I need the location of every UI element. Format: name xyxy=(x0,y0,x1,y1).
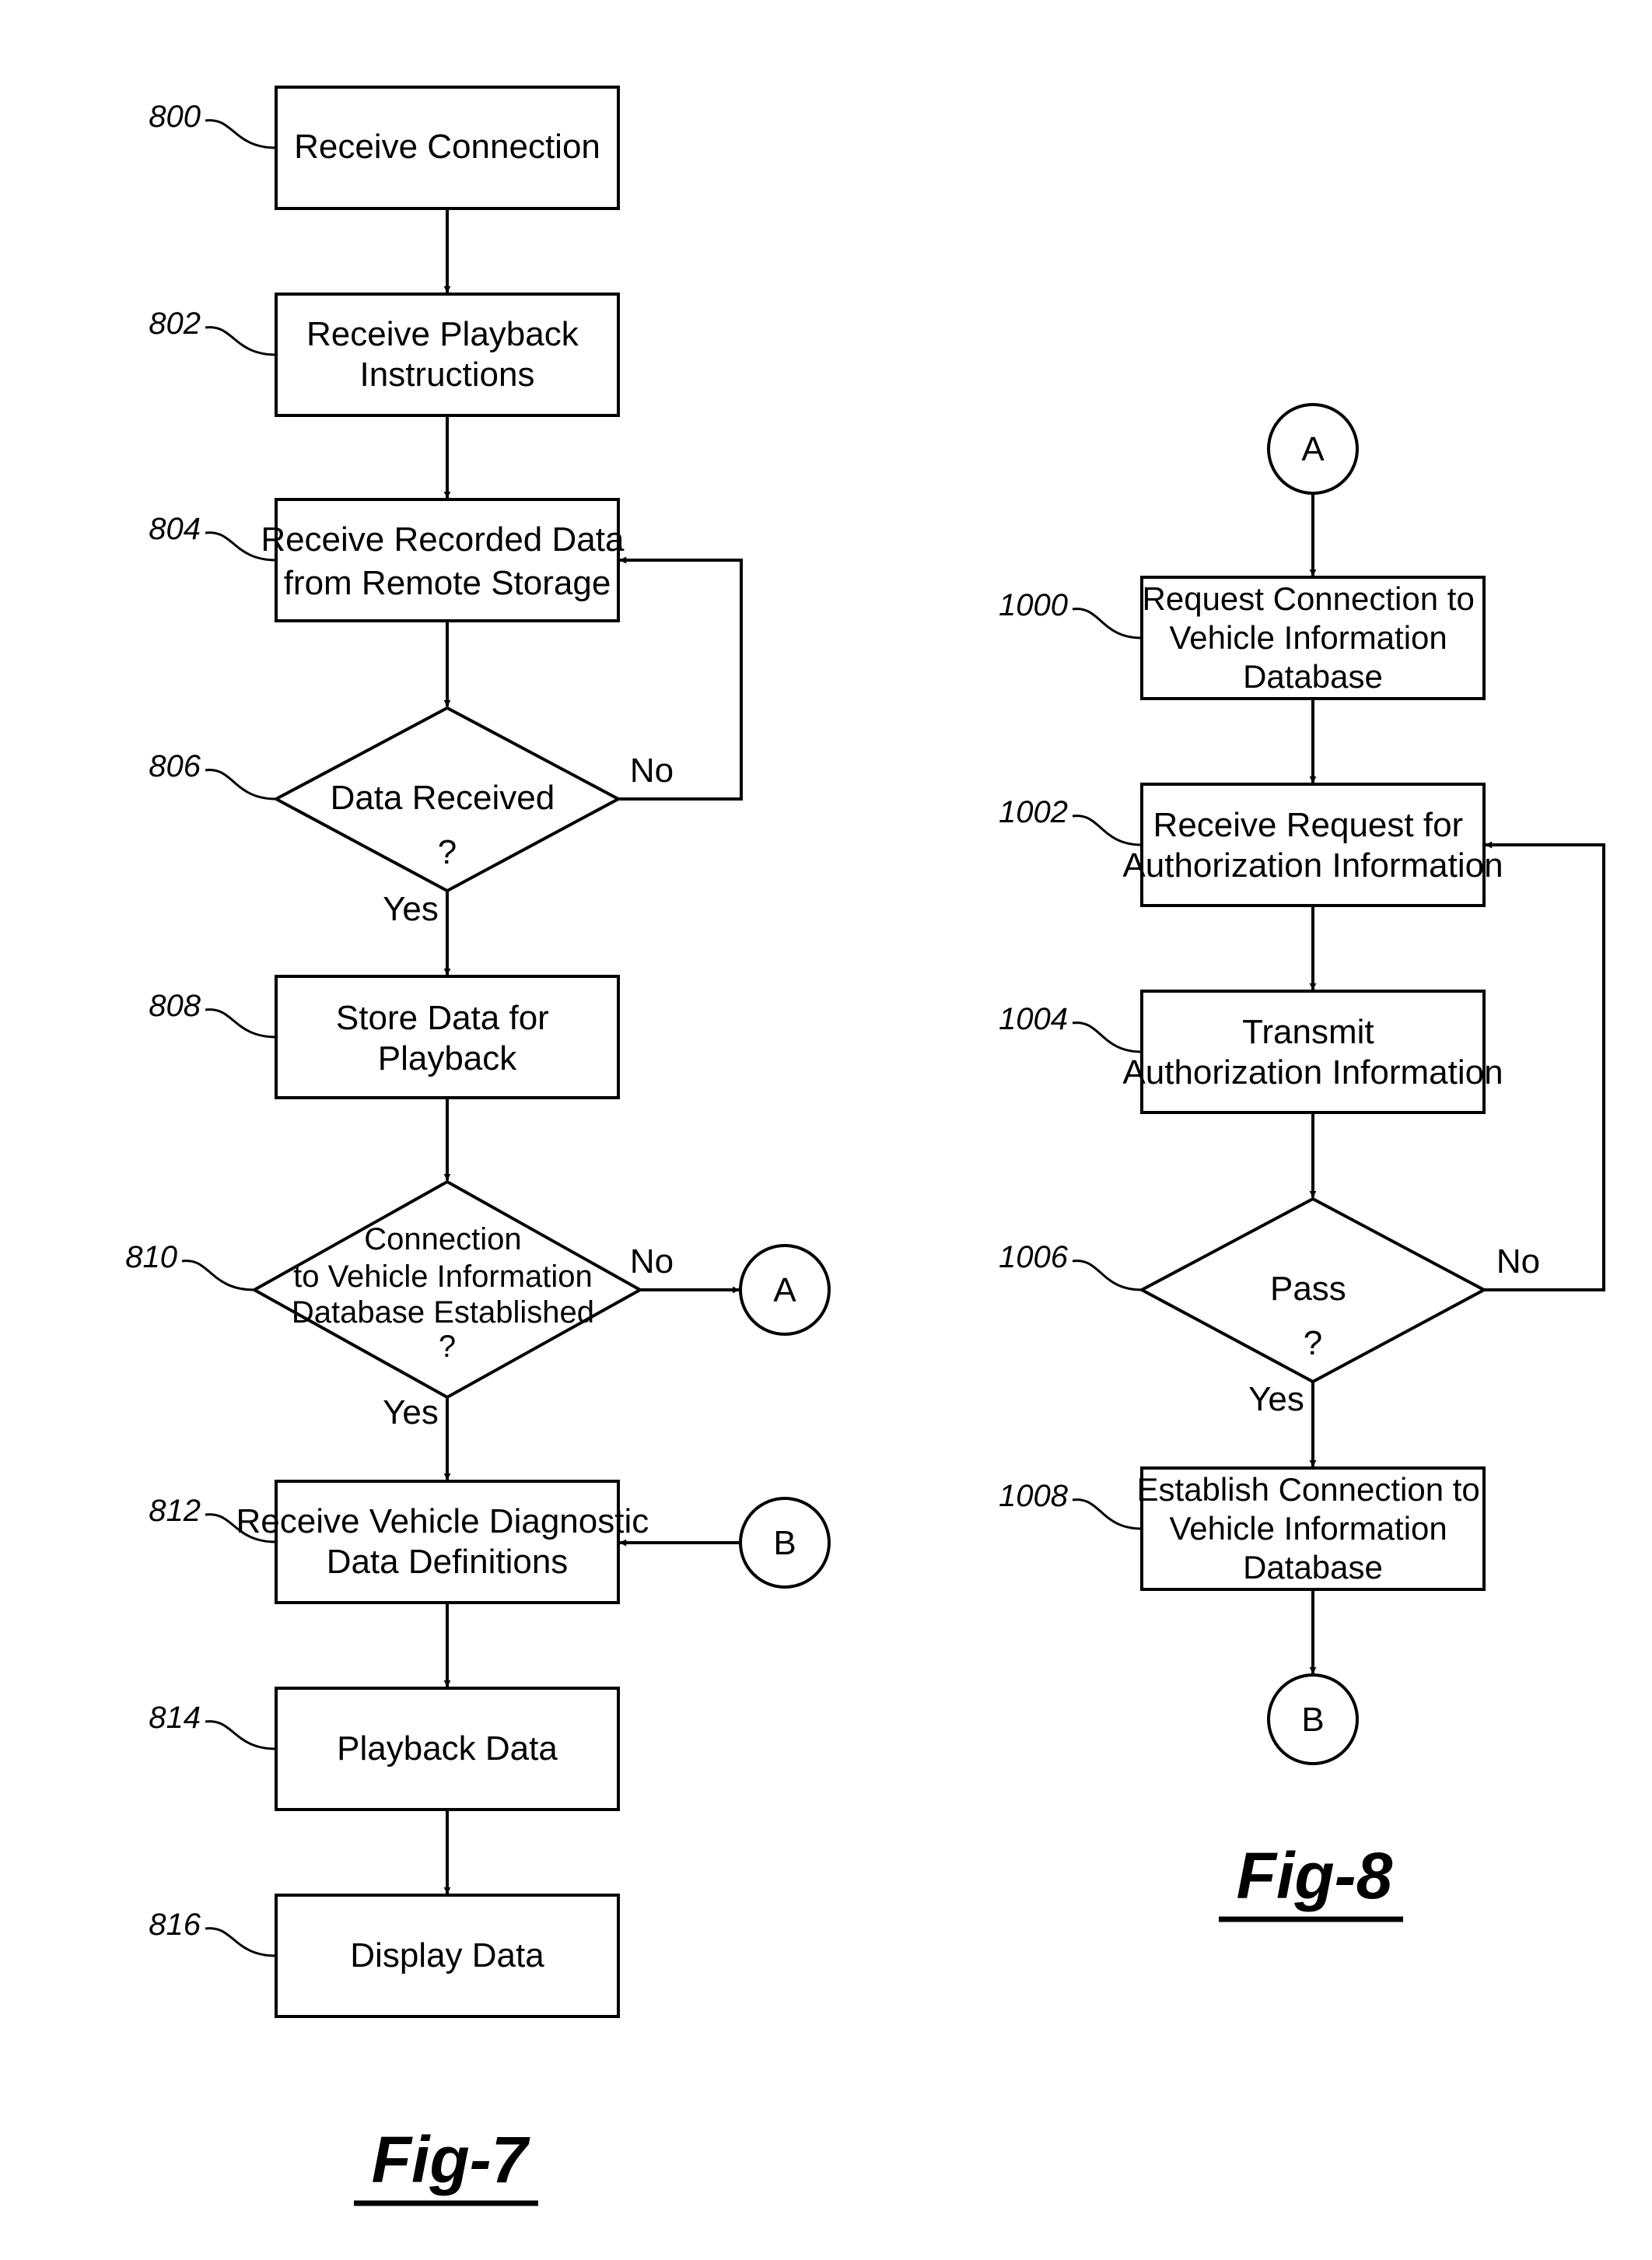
fig7-title: Fig-7 xyxy=(354,2123,538,2206)
branch-label-yes-1006: Yes xyxy=(1248,1380,1304,1418)
ref-1002: 1002 xyxy=(999,795,1068,829)
decision-806-data-received: Data Received ? xyxy=(272,706,622,893)
fig8-edges xyxy=(1309,493,1605,1674)
branch-label-yes-806: Yes xyxy=(383,890,439,928)
step-802-label: Receive Playback Instructions xyxy=(306,315,588,394)
svg-text:B: B xyxy=(773,1524,796,1562)
decision-1006-label: Pass ? xyxy=(1270,1270,1356,1362)
fig8-reference-numerals: 1000 1002 1004 1006 1008 xyxy=(999,588,1143,1530)
ref-800: 800 xyxy=(149,100,201,134)
connector-a-fig8: A xyxy=(1267,403,1359,495)
decision-810-label: Connection to Vehicle Information Databa… xyxy=(292,1222,603,1364)
step-814-playback-data: Playback Data xyxy=(275,1687,620,1811)
step-816-label: Display Data xyxy=(350,1936,544,1974)
step-1002-receive-auth-request: Receive Request for Authorization Inform… xyxy=(1122,783,1503,907)
ref-814: 814 xyxy=(149,1701,201,1735)
step-1004-transmit-auth: Transmit Authorization Information xyxy=(1122,990,1503,1114)
decision-1006-pass: Pass ? xyxy=(1138,1197,1488,1384)
ref-816: 816 xyxy=(149,1908,201,1942)
step-1008-establish-connection: Establish Connection to Vehicle Informat… xyxy=(1137,1466,1489,1591)
ref-810: 810 xyxy=(125,1240,177,1274)
decision-810-connection-established: Connection to Vehicle Information Databa… xyxy=(250,1179,644,1400)
step-800-label: Receive Connection xyxy=(294,128,600,166)
ref-1004: 1004 xyxy=(999,1002,1068,1036)
step-808-label: Store Data for Playback xyxy=(336,999,558,1077)
fig8-title: Fig-8 xyxy=(1219,1839,1403,1922)
connector-a-fig7: A xyxy=(739,1244,831,1336)
decision-806-label: Data Received ? xyxy=(331,779,565,871)
step-1008-label: Establish Connection to Vehicle Informat… xyxy=(1137,1471,1489,1586)
ref-1006: 1006 xyxy=(999,1240,1069,1274)
step-800-receive-connection: Receive Connection xyxy=(275,86,620,210)
svg-text:B: B xyxy=(1301,1701,1324,1739)
step-802-receive-playback-instructions: Receive Playback Instructions xyxy=(275,293,620,417)
ref-802: 802 xyxy=(149,307,201,341)
step-812-receive-diagnostic-definitions: Receive Vehicle Diagnostic Data Definiti… xyxy=(236,1480,659,1604)
ref-1000: 1000 xyxy=(999,588,1068,622)
svg-text:A: A xyxy=(1301,430,1325,468)
step-1000-label: Request Connection to Vehicle Informatio… xyxy=(1143,580,1484,695)
step-814-label: Playback Data xyxy=(337,1729,558,1768)
branch-label-no-806: No xyxy=(630,752,674,790)
step-812-label: Receive Vehicle Diagnostic Data Definiti… xyxy=(236,1502,659,1581)
ref-1008: 1008 xyxy=(999,1479,1069,1513)
svg-text:Fig-7: Fig-7 xyxy=(372,2123,530,2196)
svg-text:A: A xyxy=(773,1271,796,1309)
fig7-edges xyxy=(443,208,743,1894)
fig7-reference-numerals: 800 802 804 806 808 810 812 814 816 xyxy=(125,100,277,1957)
connector-b-fig8: B xyxy=(1267,1673,1359,1765)
ref-812: 812 xyxy=(149,1494,201,1528)
ref-804: 804 xyxy=(149,512,201,546)
connector-b-fig7: B xyxy=(739,1497,831,1589)
step-1000-request-connection: Request Connection to Vehicle Informatio… xyxy=(1140,576,1486,700)
ref-808: 808 xyxy=(149,989,201,1023)
branch-label-no-810: No xyxy=(630,1242,674,1281)
step-1004-label: Transmit Authorization Information xyxy=(1122,1013,1503,1091)
branch-label-no-1006: No xyxy=(1496,1242,1540,1281)
step-808-store-data: Store Data for Playback xyxy=(275,975,620,1099)
step-804-label: Receive Recorded Data from Remote Storag… xyxy=(261,520,633,602)
step-804-receive-recorded-data: Receive Recorded Data from Remote Storag… xyxy=(261,498,633,622)
fig7-flowchart: Receive Connection Receive Playback Inst… xyxy=(125,86,831,2206)
svg-text:Fig-8: Fig-8 xyxy=(1237,1839,1393,1912)
branch-label-yes-810: Yes xyxy=(383,1393,439,1431)
step-816-display-data: Display Data xyxy=(275,1894,620,2018)
step-1002-label: Receive Request for Authorization Inform… xyxy=(1122,806,1503,885)
fig8-flowchart: A Request Connection to Vehicle Informat… xyxy=(999,403,1605,1922)
ref-806: 806 xyxy=(149,749,201,783)
